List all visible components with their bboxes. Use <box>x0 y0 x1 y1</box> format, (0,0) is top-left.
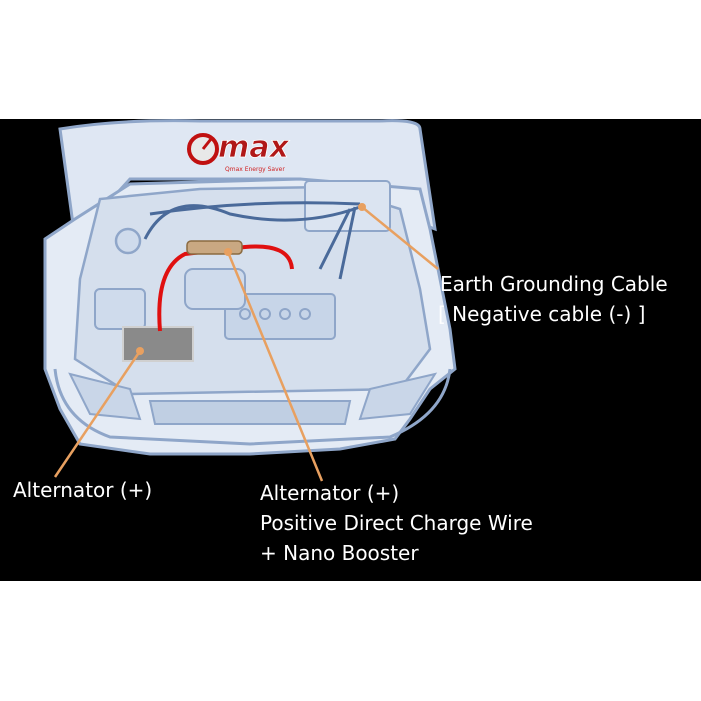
headlight-right <box>358 372 438 421</box>
pointer-earth <box>361 206 439 270</box>
battery <box>122 326 194 362</box>
qmax-logo: max Qmax Energy Saver <box>187 130 291 173</box>
air-box <box>94 288 146 330</box>
grille <box>148 400 352 425</box>
intake <box>184 268 246 310</box>
label-wire-line1: Alternator (+) <box>260 481 400 505</box>
label-wire-line2: Positive Direct Charge Wire <box>260 511 533 535</box>
strut-left <box>114 227 142 255</box>
charge-wire <box>157 244 294 332</box>
wiring-harness <box>143 201 361 280</box>
label-alternator-left: Alternator (+) <box>13 478 153 502</box>
fuse-box <box>304 180 391 232</box>
logo-wordmark: max <box>218 130 291 165</box>
pointer-alternator <box>53 350 142 478</box>
logo-tagline: Qmax Energy Saver <box>225 166 285 173</box>
label-earth-line1: Earth Grounding Cable <box>440 272 668 296</box>
label-wire-line3: + Nano Booster <box>260 541 419 565</box>
label-earth-line2: [ Negative cable (-) ] <box>438 302 646 326</box>
headlight-left <box>68 372 142 421</box>
pointer-booster <box>226 251 324 482</box>
car-hood <box>58 119 437 243</box>
nano-booster <box>186 240 243 255</box>
engine-bay-diagram <box>43 119 457 482</box>
diagram-panel: max Qmax Energy Saver Earth Grounding Ca… <box>0 119 701 581</box>
front-bumper <box>53 368 452 446</box>
